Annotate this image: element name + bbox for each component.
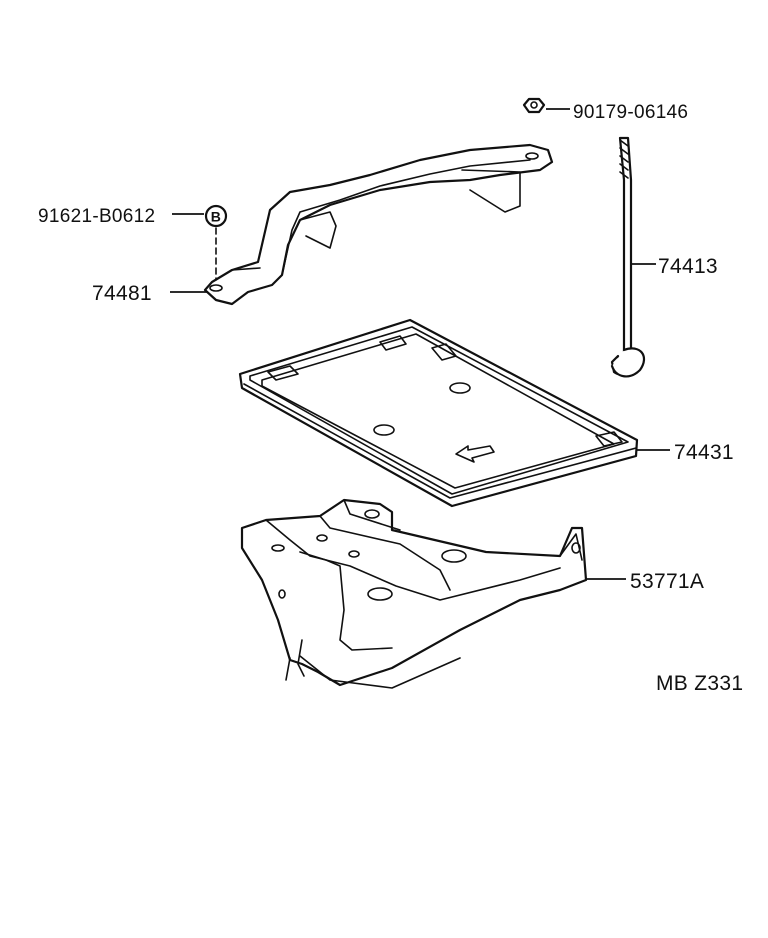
battery-tray — [238, 318, 639, 508]
bolt-marker-icon: B — [204, 204, 228, 281]
diagram-code: MB Z331 — [656, 672, 743, 695]
battery-clamp — [203, 143, 554, 306]
bolt-marker-letter: B — [211, 209, 221, 225]
battery-carrier — [240, 498, 588, 689]
callout-tray-label: 74431 — [674, 441, 734, 464]
callout-bolt-label: 91621-B0612 — [38, 206, 155, 227]
hold-down-rod — [610, 136, 646, 378]
callout-carrier-label: 53771A — [630, 570, 704, 593]
nut-icon — [522, 97, 546, 114]
callout-clamp-label: 74481 — [92, 282, 152, 305]
callout-rod-label: 74413 — [658, 255, 718, 278]
callout-nut-label: 90179-06146 — [573, 102, 688, 123]
